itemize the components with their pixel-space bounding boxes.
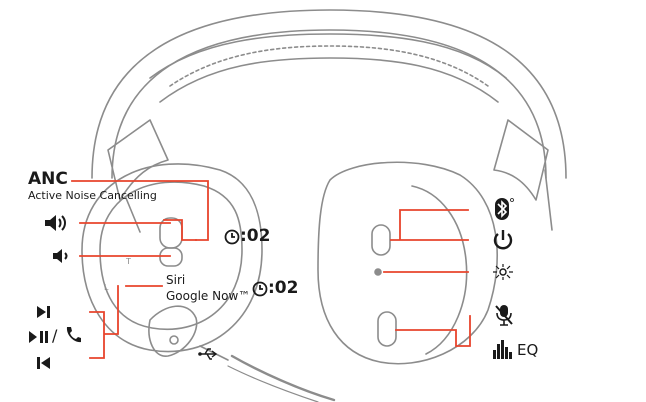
siri-label: Siri [166,273,186,287]
right-button-bt-power [371,224,391,256]
anc-title: ANC [28,169,68,189]
left-yoke [107,119,169,201]
right-cup-inner [411,185,468,355]
callout-anc-inner [163,219,197,241]
bluetooth-icon [495,198,514,220]
headband-pad-bottom [159,57,499,103]
cup-mark-l: L [104,283,109,292]
callout-anc [71,180,209,241]
headband-inner [111,29,547,179]
timer-1-label: :02 [240,226,271,246]
headband-outer [91,9,567,179]
next-track-icon [37,306,50,318]
left-cup-inner [99,181,243,330]
clock-icon [252,281,268,297]
left-cup-outer [81,163,263,353]
eq-label: EQ [517,341,539,359]
headband-pad-top [149,33,507,79]
right-yoke [493,119,549,201]
led-indicator-icon [493,264,513,280]
play-pause-icon [29,331,48,343]
right-led [374,268,382,276]
left-multifunction [148,305,198,357]
equalizer-icon [493,340,512,359]
right-button-mute-eq [377,311,397,347]
callout-multifunction [89,285,119,359]
slash-separator: / [52,326,58,345]
headband-stitch [169,45,489,87]
usb-icon [198,348,218,360]
cup-mark-t: T [126,257,131,266]
callout-bt-power [390,209,469,241]
mute-mic-icon [495,305,513,326]
volume-down-icon [53,249,68,263]
volume-up-icon [45,215,66,231]
previous-track-icon [37,357,50,369]
callout-mute-eq [395,315,471,347]
clock-icon [224,229,240,245]
power-icon [493,230,513,250]
left-button-volume-down [159,247,183,267]
timer-2-label: :02 [268,278,299,298]
phone-icon [66,327,81,343]
anc-subtitle: Active Noise Cancelling [28,189,157,202]
google-now-label: Google Now™ [166,289,251,303]
